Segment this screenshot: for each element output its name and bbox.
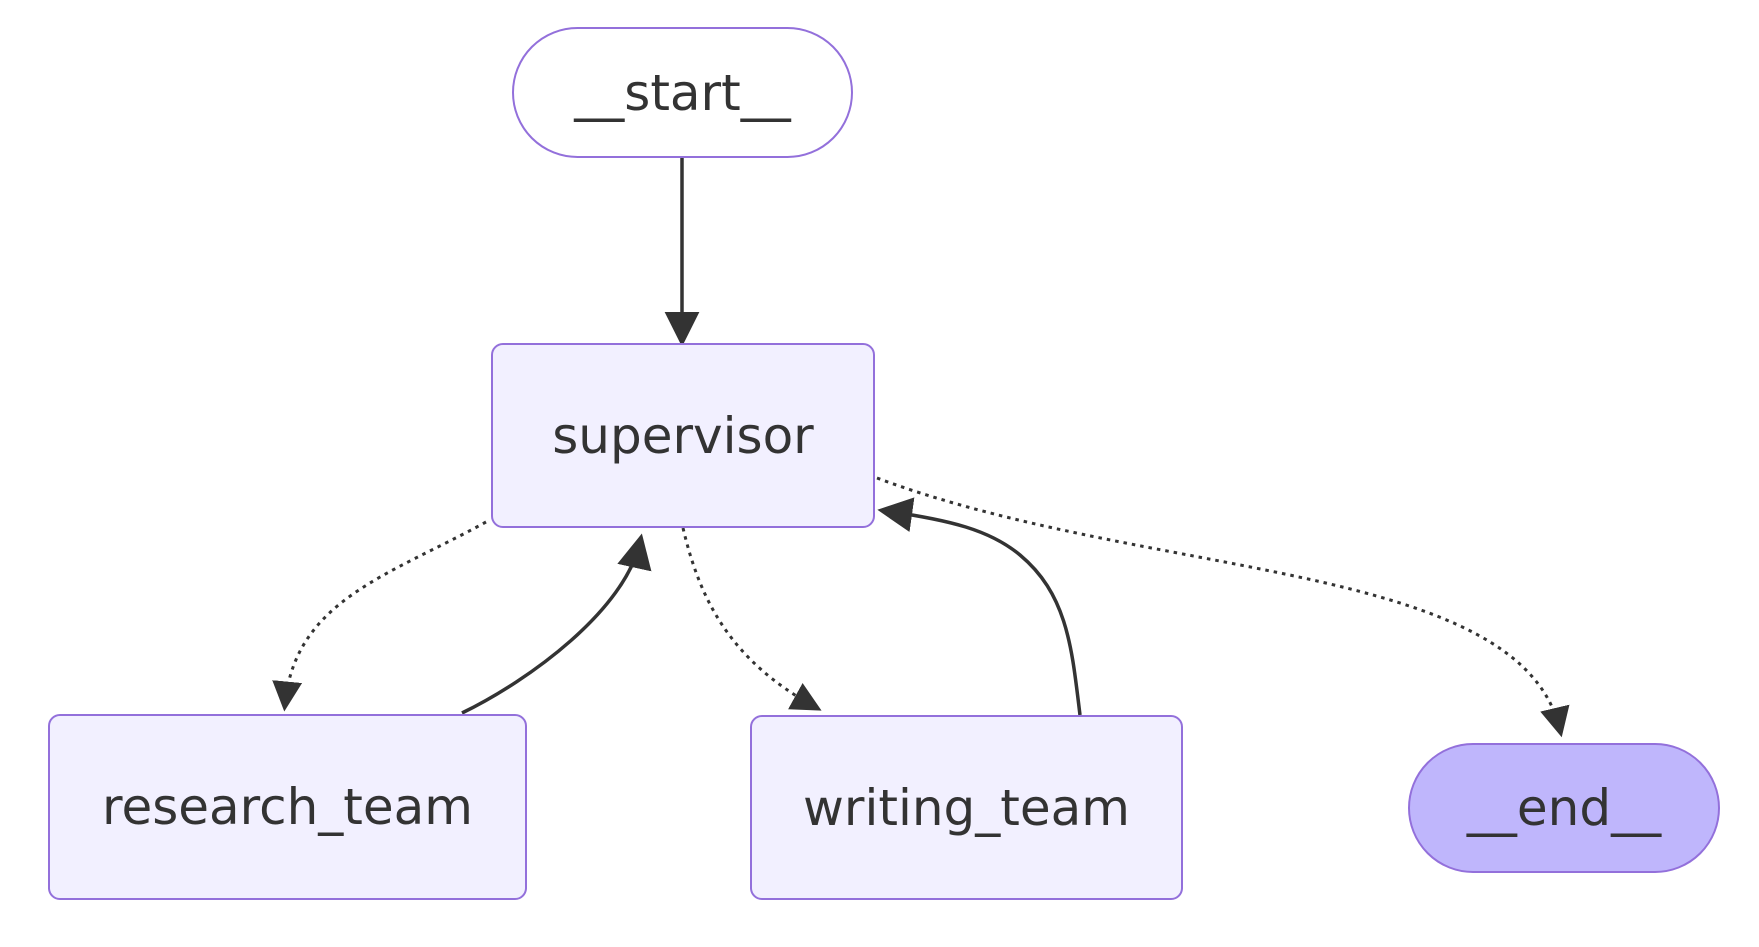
node-research-team: research_team bbox=[48, 714, 527, 900]
node-end-label: __end__ bbox=[1466, 779, 1662, 837]
edge-supervisor-to-writing-team bbox=[681, 527, 822, 711]
node-start: __start__ bbox=[512, 27, 853, 158]
node-writing-team-label: writing_team bbox=[803, 778, 1130, 837]
edge-supervisor-to-research-team bbox=[272, 520, 487, 712]
node-writing-team: writing_team bbox=[750, 715, 1183, 900]
edge-research-team-to-supervisor bbox=[461, 533, 652, 715]
node-research-team-label: research_team bbox=[101, 778, 474, 836]
node-supervisor-label: supervisor bbox=[552, 406, 814, 465]
edge-supervisor-to-end bbox=[876, 476, 1570, 738]
edge-writing-team-to-supervisor bbox=[877, 497, 1082, 716]
node-end: __end__ bbox=[1408, 743, 1720, 873]
node-supervisor: supervisor bbox=[491, 343, 875, 528]
node-start-label: __start__ bbox=[574, 63, 791, 122]
